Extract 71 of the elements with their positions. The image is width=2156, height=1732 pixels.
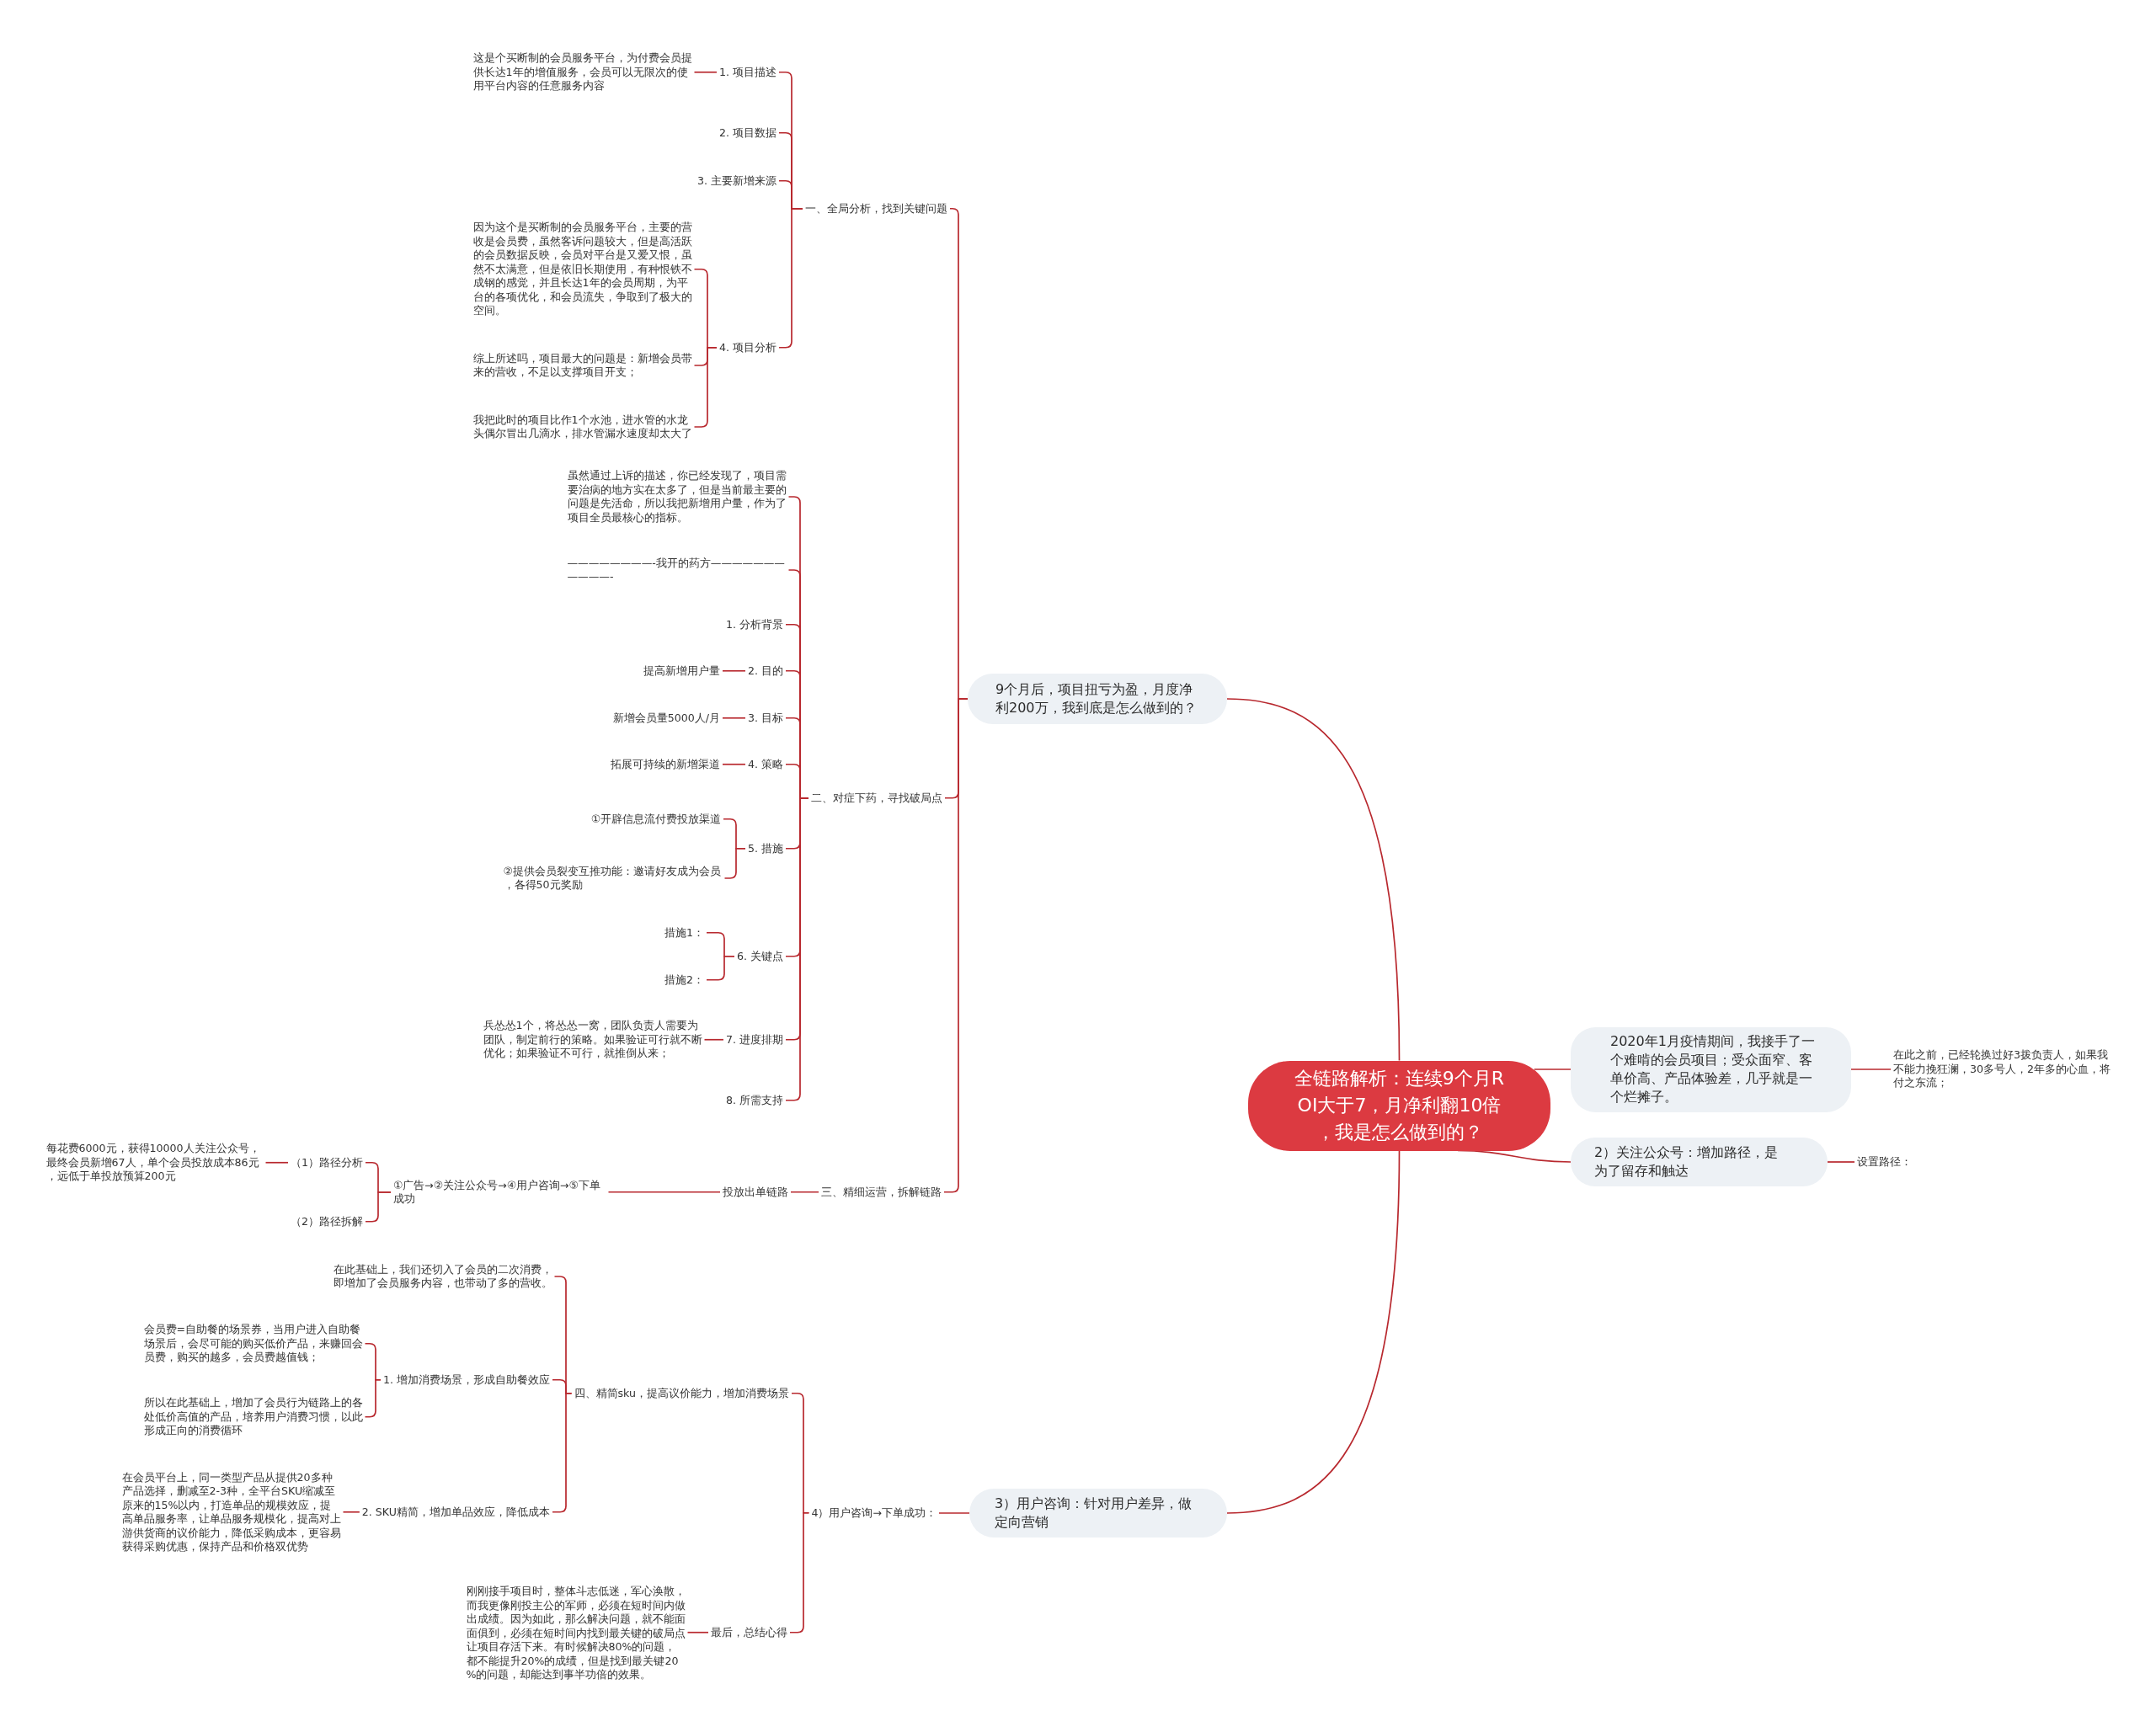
branch-label: 4. 策略 xyxy=(744,757,786,771)
branch-label: 最后，总结心得 xyxy=(708,1625,790,1639)
note-text: 因为这个是买断制的会员服务平台，主要的营收是会员费，虽然客诉问题较大，但是高活跃的会员数据反映，会员对平台是又爱又恨，虽然不太满意，但是依旧长期使用，有种恨铁不成钢的感觉，并且长达1年的会员周期，为平台的各项优化，和会员流失，争取到了极大的空间。 xyxy=(470,221,695,318)
connector-line xyxy=(364,1378,382,1418)
branch-label: 5. 措施 xyxy=(744,841,786,855)
topic-bubble: 9个月后，项目扭亏为盈，月度净利200万，我到底是怎么做到的？ xyxy=(968,674,1227,724)
connector-line xyxy=(693,71,718,73)
branch-label: 6. 关键点 xyxy=(734,949,786,963)
note-text: 每花费6000元，获得10000人关注公众号，最终会员新增67人，单个会员投放成本86元，远低于单投放预算200元 xyxy=(43,1142,266,1184)
connector-line xyxy=(607,1191,721,1193)
branch-label: 4. 项目分析 xyxy=(716,340,779,354)
note-text: 所以在此基础上，增加了会员行为链路上的各处低价高值的产品，培养用户消费习惯，以此形成正向的消费循环 xyxy=(141,1396,366,1438)
branch-label: 3. 主要新增来源 xyxy=(694,173,779,188)
branch-label: 1. 增加消费场景，形成自助餐效应 xyxy=(380,1372,552,1387)
branch-label: 二、对症下药，寻找破局点 xyxy=(808,791,945,805)
branch-label: 3. 目标 xyxy=(744,711,786,725)
branch-label: （1）路径分析 xyxy=(288,1155,366,1170)
branch-label: 一、全局分析，找到关键问题 xyxy=(803,201,950,216)
note-text: ————————-我开的药方———————————- xyxy=(564,556,789,584)
branch-label: 投放出单链路 xyxy=(720,1185,791,1199)
branch-label: 8. 所需支持 xyxy=(723,1093,786,1107)
connector-line xyxy=(790,1191,819,1193)
branch-label: 2. 项目数据 xyxy=(716,125,779,140)
note-text: 这是个买断制的会员服务平台，为付费会员提供长达1年的增值服务，会员可以无限次的使用平台内容的任意服务内容 xyxy=(470,51,695,93)
note-text: ②提供会员裂变互推功能：邀请好友成为会员，各得50元奖励 xyxy=(500,864,725,893)
branch-label: 1. 项目描述 xyxy=(716,65,779,79)
branch-label: 4）用户咨询→下单成功： xyxy=(808,1506,939,1520)
connector-line xyxy=(706,955,735,981)
note-text: 会员费=自助餐的场景券，当用户进入自助餐场景后，会尽可能的购买低价产品，来赚回会员费，购买的越多，会员费越值钱； xyxy=(141,1323,366,1365)
connector-line xyxy=(1226,698,1401,1062)
branch-label: 新增会员量5000人/月 xyxy=(610,711,723,725)
connector-line xyxy=(1533,1069,1572,1070)
connector-line xyxy=(342,1511,360,1513)
topic-bubble: 3）用户咨询：针对用户差异，做定向营销 xyxy=(969,1489,1227,1537)
connector-line xyxy=(686,1631,709,1633)
branch-label: 1. 分析背景 xyxy=(723,617,786,632)
branch-label: ①开辟信息流付费投放渠道 xyxy=(588,812,723,826)
branch-label: 四、精简sku，提高议价能力，增加消费场景 xyxy=(571,1386,792,1400)
connector-line xyxy=(264,1161,289,1164)
central-topic-box: 全链路解析：连续9个月ROI大于7，月净利翻10倍，我是怎么做到的？ xyxy=(1248,1060,1550,1151)
connector-line xyxy=(722,763,746,765)
note-text: 综上所述吗，项目最大的问题是：新增会员带来的营收，不足以支撑项目开支； xyxy=(470,351,695,380)
note-text: 兵怂怂1个，将怂怂一窝，团队负责人需要为团队，制定前行的策略。如果验证可行就不断优化；如果验证不可行，就推倒从来； xyxy=(480,1019,705,1061)
connector-line xyxy=(722,669,746,672)
connector-line xyxy=(722,717,746,719)
branch-label: 措施1： xyxy=(662,925,707,940)
branch-label: （2）路径拆解 xyxy=(288,1214,366,1228)
branch-label: 设置路径： xyxy=(1854,1154,1914,1169)
note-text: 虽然通过上诉的描述，你已经发现了，项目需要治病的地方实在太多了，但是当前最主要的问题是先活命，所以我把新增用户量，作为了项目全员最核心的指标。 xyxy=(564,469,789,525)
branch-label: 2. 目的 xyxy=(744,663,786,678)
note-text: 在此基础上，我们还切入了会员的二次消费，即增加了会员服务内容，也带动了多的营收。 xyxy=(330,1262,555,1291)
connector-line xyxy=(723,847,746,879)
topic-bubble: 2020年1月疫情期间，我接手了一个难啃的会员项目；受众面窄、客单价高、产品体验差，几乎就是一个烂摊子。 xyxy=(1571,1026,1851,1112)
connector-line xyxy=(1827,1161,1855,1163)
branch-label: 提高新增用户量 xyxy=(641,663,723,678)
topic-bubble: 2）关注公众号：增加路径，是为了留存和触达 xyxy=(1571,1138,1828,1186)
branch-label: 措施2： xyxy=(662,973,707,987)
note-text: 在此之前，已经轮换过好3拨负责人，如果我不能力挽狂澜，30多号人，2年多的心血，将付之东流； xyxy=(1891,1048,2116,1090)
branch-label: 三、精细运营，拆解链路 xyxy=(819,1185,944,1199)
branch-label: 2. SKU精简，增加单品效应，降低成本 xyxy=(359,1505,552,1519)
connector-line xyxy=(938,1512,970,1514)
connector-line xyxy=(1850,1069,1892,1070)
branch-label: 7. 进度排期 xyxy=(723,1032,786,1047)
branch-label: 拓展可持续的新增渠道 xyxy=(608,757,723,771)
note-text: 刚刚接手项目时，整体斗志低迷，军心涣散，而我更像刚投主公的军师，必须在短时间内做出成绩。因为如此，那么解决问题，就不能面面俱到，必须在短时间内找到最关键的破局点让项目存活下来。有时候解决80%的问题，都不能提升20%的成绩，但是找到最关键20%的问题，却能达到事半功倍的效果。 xyxy=(463,1585,688,1682)
connector-line xyxy=(1226,1149,1401,1514)
connector-line xyxy=(703,1038,724,1041)
note-text: 在会员平台上，同一类型产品从提供20多种产品选择，删减至2-3种，全平台SKU缩减至原来的15%以内，打造单品的规模效应，提高单品服务率，让单品服务规模化，提高对上游供货商的议价能力，降低采购成本，更容易获得采购优惠，保持产品和价格双优势 xyxy=(119,1470,344,1554)
connector-line xyxy=(365,1191,392,1223)
note-text: ①广告→②关注公众号→④用户咨询→⑤下单成功 xyxy=(391,1178,609,1207)
note-text: 我把此时的项目比作1个水池，进水管的水龙头偶尔冒出几滴水，排水管漏水速度却太大了 xyxy=(470,413,695,441)
